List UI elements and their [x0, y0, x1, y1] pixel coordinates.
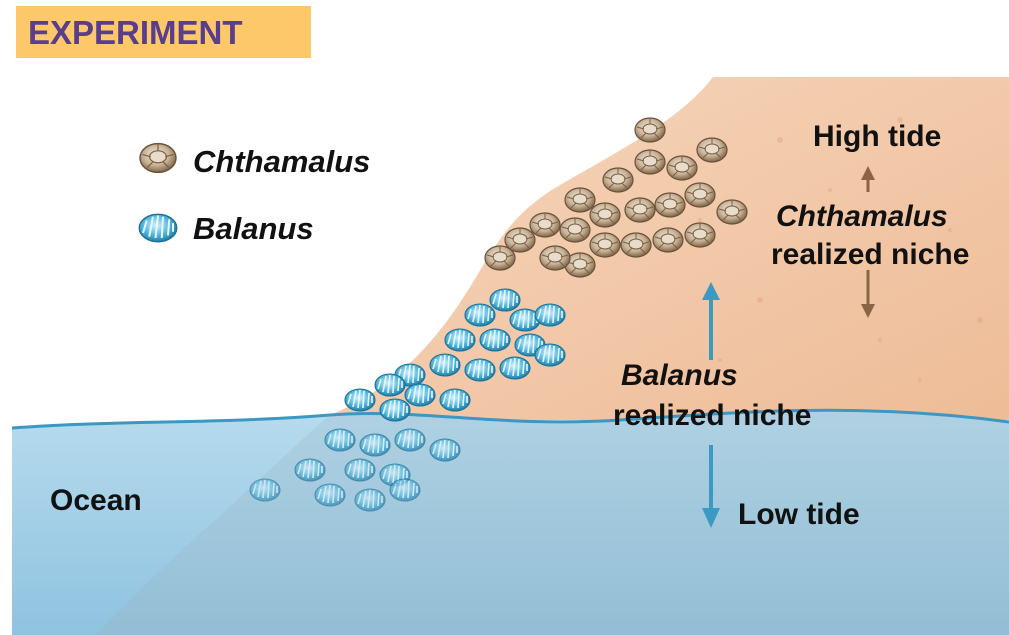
low-tide-label: Low tide [738, 498, 860, 532]
balanus-niche-text: realized niche [613, 399, 811, 433]
chthamalus-barnacle-icon [140, 144, 176, 173]
high-tide-label: High tide [813, 120, 941, 154]
legend-balanus-label: Balanus [193, 211, 314, 247]
chthamalus-niche-text: realized niche [771, 238, 969, 272]
ocean-label: Ocean [50, 484, 142, 518]
chthamalus-niche-species: Chthamalus [776, 200, 948, 234]
balanus-barnacle-icon [139, 214, 177, 242]
legend-chthamalus-label: Chthamalus [193, 144, 370, 180]
balanus-niche-species: Balanus [621, 359, 738, 393]
